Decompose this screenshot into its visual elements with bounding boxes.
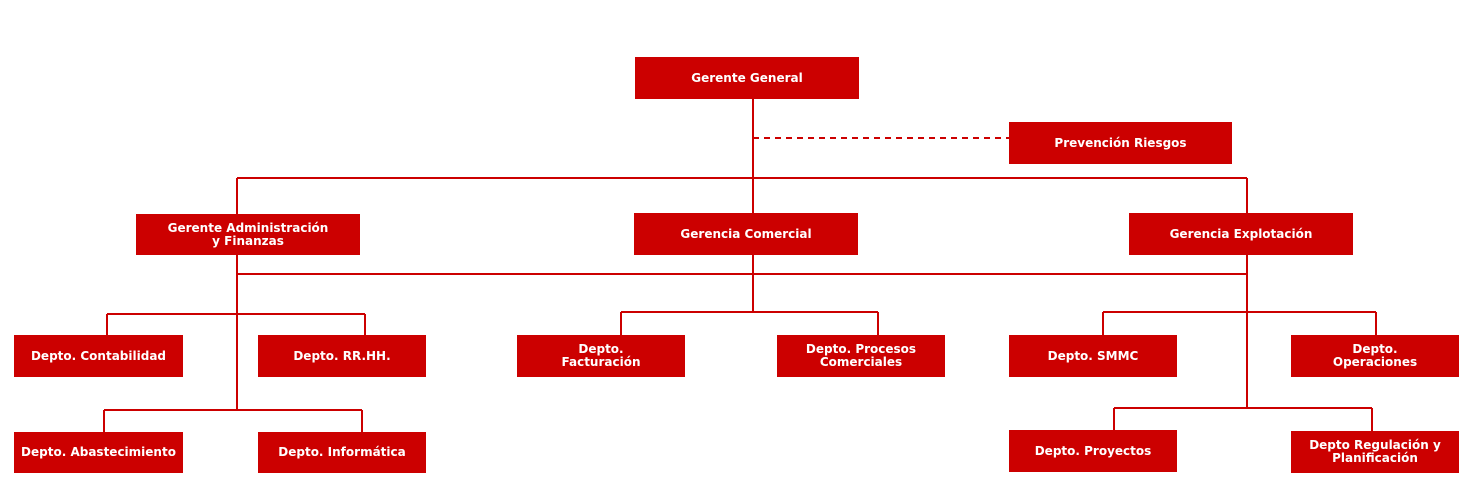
node-label: Depto. Procesos Comerciales [805, 342, 917, 369]
node-depto-informatica[interactable]: Depto. Informática [258, 432, 426, 473]
node-label: Depto. Proyectos [1034, 443, 1152, 458]
node-label: Depto. Informática [278, 445, 406, 459]
node-label: Gerencia Comercial [680, 226, 812, 241]
node-depto-smmc[interactable]: Depto. SMMC [1009, 335, 1177, 377]
node-depto-contabilidad[interactable]: Depto. Contabilidad [14, 335, 183, 377]
node-label: Gerente Administración y Finanzas [167, 220, 329, 248]
node-label: Depto Regulación y Planificación [1309, 438, 1441, 465]
node-label: Depto. Facturación [561, 342, 641, 369]
node-depto-proyectos[interactable]: Depto. Proyectos [1009, 430, 1177, 472]
node-label: Gerente General [691, 70, 803, 85]
node-label: Gerencia Explotación [1169, 226, 1313, 241]
node-depto-operaciones[interactable]: Depto. Operaciones [1291, 335, 1459, 377]
node-gerente-administracion[interactable]: Gerente Administración y Finanzas [136, 214, 360, 255]
node-label: Depto. Operaciones [1332, 342, 1418, 369]
node-depto-rrhh[interactable]: Depto. RR.HH. [258, 335, 426, 377]
node-label: Depto. RR.HH. [293, 348, 391, 363]
node-prevencion-riesgos[interactable]: Prevención Riesgos [1009, 122, 1232, 164]
node-depto-regulacion[interactable]: Depto Regulación y Planificación [1291, 431, 1459, 473]
node-gerencia-comercial[interactable]: Gerencia Comercial [634, 213, 858, 255]
node-depto-abastecimiento[interactable]: Depto. Abastecimiento [14, 432, 183, 473]
node-label: Depto. SMMC [1047, 348, 1139, 363]
node-label: Prevención Riesgos [1054, 135, 1187, 150]
node-depto-facturacion[interactable]: Depto. Facturación [517, 335, 685, 377]
node-gerente-general[interactable]: Gerente General [635, 57, 859, 99]
node-label: Depto. Contabilidad [30, 348, 167, 363]
node-label: Depto. Abastecimiento [21, 445, 176, 459]
node-depto-procesos-comerciales[interactable]: Depto. Procesos Comerciales [777, 335, 945, 377]
node-gerencia-explotacion[interactable]: Gerencia Explotación [1129, 213, 1353, 255]
